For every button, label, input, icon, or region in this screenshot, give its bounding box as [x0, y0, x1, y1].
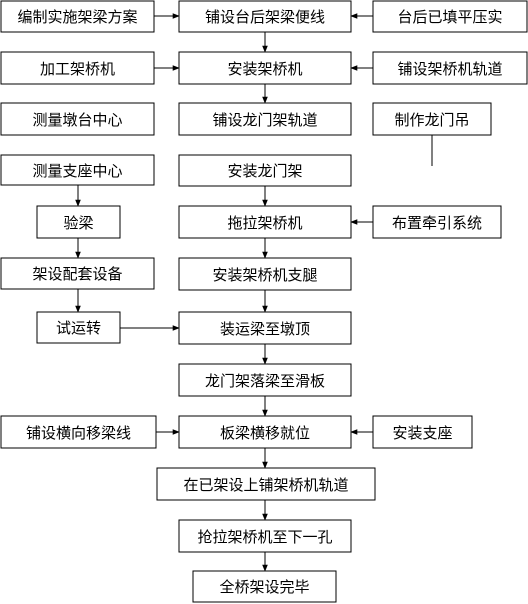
node-transverse-line: 铺设横向移梁线: [0, 415, 157, 449]
node-backfill-label: 台后已填平压实: [397, 8, 502, 26]
node-traction-system-label: 布置牵引系统: [392, 214, 482, 232]
node-trial-run-label: 试运转: [56, 319, 101, 337]
node-support-equipment-label: 架设配套设备: [32, 265, 122, 283]
node-pier-center-label: 测量墩台中心: [32, 111, 122, 129]
node-complete: 全桥架设完毕: [192, 570, 337, 603]
node-plan-label: 编制实施架梁方案: [17, 8, 137, 26]
node-trial-run: 试运转: [36, 311, 121, 344]
node-install-machine: 安装架桥机: [178, 51, 352, 85]
node-gantry-track-label: 铺设龙门架轨道: [212, 111, 317, 129]
node-gantry-track: 铺设龙门架轨道: [178, 102, 352, 136]
node-inspect-beam: 验梁: [36, 205, 121, 239]
node-tow-next-span-label: 抢拉架桥机至下一孔: [197, 528, 332, 546]
node-process-machine: 加工架桥机: [0, 51, 155, 85]
node-install-gantry-label: 安装龙门架: [227, 162, 302, 180]
node-process-machine-label: 加工架桥机: [40, 60, 115, 78]
node-pier-center: 测量墩台中心: [0, 102, 155, 136]
node-tow-machine-label: 拖拉架桥机: [227, 214, 302, 232]
node-machine-track: 铺设架桥机轨道: [372, 51, 528, 85]
node-make-gantry-hoist-label: 制作龙门吊: [394, 111, 469, 129]
node-machine-legs: 安装架桥机支腿: [178, 257, 352, 291]
node-lay-track-on-span-label: 在已架设上铺架桥机轨道: [183, 476, 348, 494]
node-tow-machine: 拖拉架桥机: [178, 205, 352, 239]
node-install-gantry: 安装龙门架: [178, 154, 352, 187]
node-plan: 编制实施架梁方案: [0, 0, 155, 33]
node-bearing-center: 测量支座中心: [0, 154, 155, 186]
node-transport-beam: 装运梁至墩顶: [178, 311, 352, 345]
node-transverse-line-label: 铺设横向移梁线: [26, 424, 131, 442]
node-machine-track-label: 铺设架桥机轨道: [397, 60, 502, 78]
node-lateral-move: 板梁横移就位: [178, 415, 352, 449]
node-gantry-drop: 龙门架落梁至滑板: [178, 363, 352, 397]
connectors: [75, 13, 433, 572]
node-gantry-drop-label: 龙门架落梁至滑板: [205, 372, 325, 390]
node-traction-system: 布置牵引系统: [372, 205, 502, 239]
node-track-behind-label: 铺设台后架梁便线: [205, 8, 325, 26]
node-track-behind: 铺设台后架梁便线: [178, 0, 352, 33]
node-machine-legs-label: 安装架桥机支腿: [212, 266, 317, 284]
node-tow-next-span: 抢拉架桥机至下一孔: [178, 519, 352, 553]
node-inspect-beam-label: 验梁: [63, 214, 93, 232]
node-lateral-move-label: 板梁横移就位: [220, 424, 310, 442]
node-bearing-center-label: 测量支座中心: [32, 162, 122, 180]
node-install-machine-label: 安装架桥机: [227, 60, 302, 78]
node-make-gantry-hoist: 制作龙门吊: [372, 102, 492, 136]
node-lay-track-on-span: 在已架设上铺架桥机轨道: [156, 467, 376, 501]
node-backfill: 台后已填平压实: [372, 0, 528, 33]
node-support-equipment: 架设配套设备: [0, 257, 155, 290]
node-install-bearing: 安装支座: [372, 415, 473, 449]
node-transport-beam-label: 装运梁至墩顶: [220, 320, 310, 338]
node-complete-label: 全桥架设完毕: [219, 578, 309, 596]
node-install-bearing-label: 安装支座: [392, 424, 452, 442]
